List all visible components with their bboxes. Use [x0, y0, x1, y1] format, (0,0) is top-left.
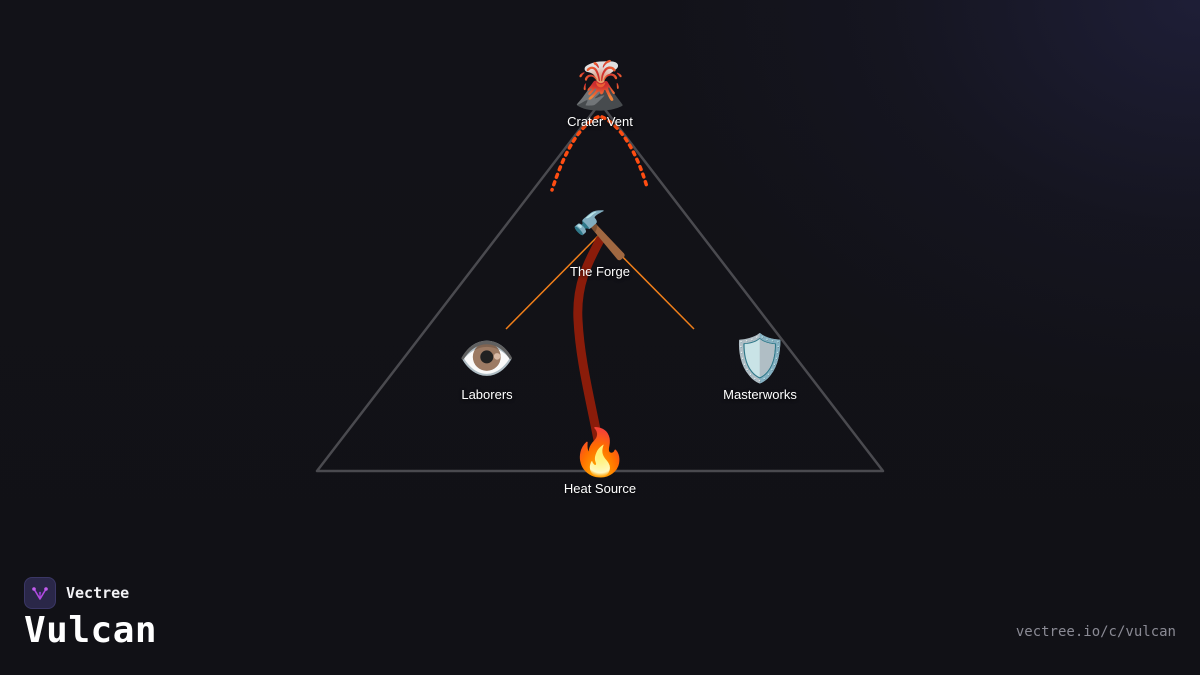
- node-the-forge[interactable]: 🔨 The Forge: [520, 208, 680, 279]
- lava-flow-connector: [573, 235, 605, 445]
- node-masterworks[interactable]: 🛡️ Masterworks: [680, 331, 840, 402]
- brand-name: Vectree: [66, 584, 130, 602]
- page-title: Vulcan: [24, 610, 158, 651]
- eye-icon: 👁️: [458, 331, 516, 385]
- node-label: The Forge: [570, 264, 630, 279]
- hammer-icon: 🔨: [571, 208, 629, 262]
- node-label: Crater Vent: [567, 114, 633, 129]
- node-label: Heat Source: [563, 481, 637, 496]
- triangle-outline: [315, 101, 885, 473]
- connector-forge-masterworks: [599, 233, 695, 330]
- brand[interactable]: Vectree: [24, 577, 129, 609]
- node-label: Laborers: [461, 387, 513, 402]
- node-heat-source[interactable]: 🔥 Heat Source: [520, 425, 680, 496]
- node-laborers[interactable]: 👁️ Laborers: [407, 331, 567, 402]
- lava-plume-right: [600, 115, 649, 189]
- vectree-logo-icon: [24, 577, 56, 609]
- node-crater-vent[interactable]: 🌋 Crater Vent: [520, 58, 680, 129]
- lava-plume-left: [550, 115, 600, 192]
- connector-forge-laborers: [505, 233, 601, 330]
- shield-icon: 🛡️: [731, 331, 789, 385]
- node-label: Masterworks: [723, 387, 797, 402]
- page-url[interactable]: vectree.io/c/vulcan: [1015, 624, 1176, 640]
- fire-icon: 🔥: [571, 425, 629, 479]
- volcano-icon: 🌋: [571, 58, 629, 112]
